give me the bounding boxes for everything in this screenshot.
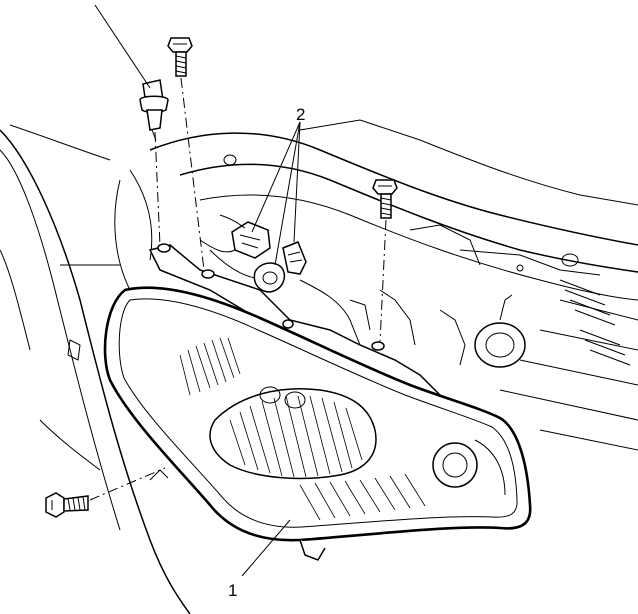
connector-a xyxy=(231,221,271,259)
reflector-hatch xyxy=(229,395,363,478)
fender-outline xyxy=(0,124,191,614)
callout-label-2: 2 xyxy=(296,105,305,124)
bolt-bottom-left xyxy=(45,492,89,518)
lower-hatch xyxy=(299,473,426,521)
horn xyxy=(474,294,526,368)
leader-lines xyxy=(94,4,301,577)
headlamp-assembly xyxy=(103,244,532,561)
upper-hatch xyxy=(179,337,241,396)
bolt-top xyxy=(167,37,193,77)
radiator-support xyxy=(114,119,638,451)
connector-c xyxy=(282,241,307,275)
bolt-right xyxy=(372,179,398,219)
fastener-centerlines xyxy=(89,77,387,501)
mount-holes xyxy=(157,243,385,351)
callout-label-1: 1 xyxy=(228,581,237,600)
connector-b xyxy=(253,262,286,293)
push-pin-fastener xyxy=(139,79,169,141)
electrical-connectors xyxy=(199,214,466,366)
